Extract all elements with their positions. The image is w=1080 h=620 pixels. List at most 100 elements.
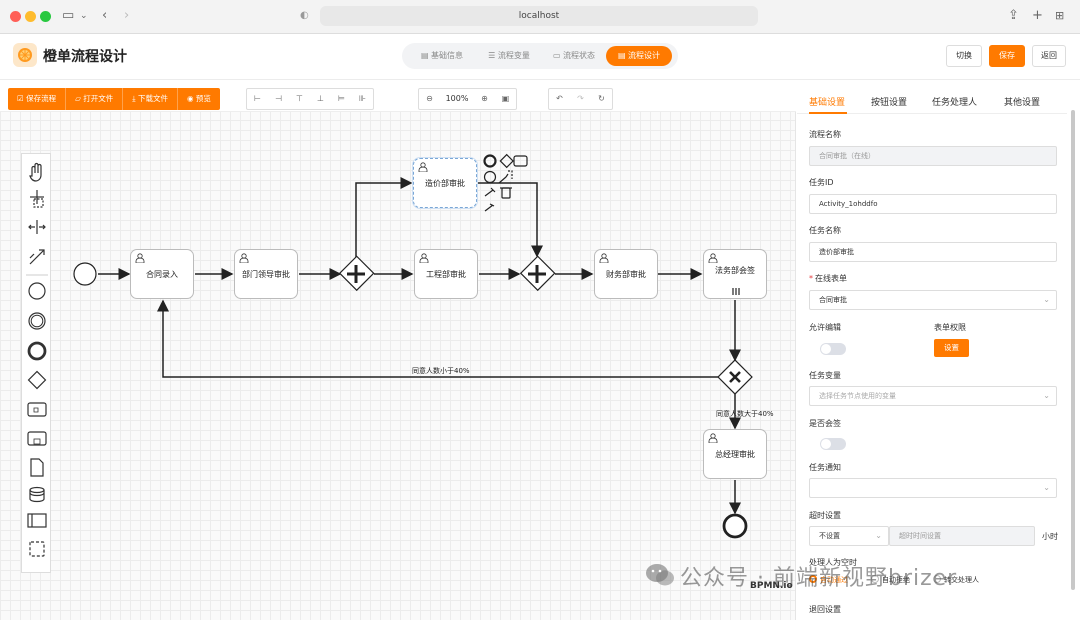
start-event bbox=[73, 262, 97, 286]
properties-panel: 基础设置 按钮设置 任务处理人 其他设置 流程名称 合同审批（在线） 任务ID … bbox=[797, 80, 1080, 620]
step-process-design[interactable]: ▤ 流程设计 bbox=[606, 46, 672, 66]
zoom-out-icon[interactable]: ⊖ bbox=[426, 94, 433, 103]
task-gm-approval[interactable]: 总经理审批 bbox=[703, 429, 767, 479]
align-center-icon[interactable]: ⊣ bbox=[275, 94, 282, 103]
forward-arrow-icon[interactable]: › bbox=[124, 8, 130, 23]
reset-icon[interactable]: ↻ bbox=[598, 94, 605, 103]
align-middle-icon[interactable]: ⊥ bbox=[317, 94, 324, 103]
task-dept-leader-approval[interactable]: 部门领导审批 bbox=[234, 249, 298, 299]
step-basic-info[interactable]: ▤ 基础信息 bbox=[420, 51, 464, 60]
history-tools: ↶ ↷ ↻ bbox=[548, 88, 613, 110]
open-file-button[interactable]: ▱ 打开文件 bbox=[66, 88, 124, 110]
online-form-select[interactable]: 合同审批⌄ bbox=[809, 290, 1057, 310]
task-finance-approval[interactable]: 财务部审批 bbox=[594, 249, 658, 299]
user-task-icon bbox=[239, 253, 249, 263]
align-tools: ⊢ ⊣ ⊤ ⊥ ⊨ ⊪ bbox=[246, 88, 374, 110]
timeout-label: 超时设置 bbox=[809, 511, 841, 520]
timeout-hours-input[interactable]: 超时时间设置 bbox=[889, 526, 1035, 546]
empty-handler-label: 处理人为空时 bbox=[809, 558, 857, 567]
align-top-icon[interactable]: ⊤ bbox=[296, 94, 303, 103]
tab-button-settings[interactable]: 按钮设置 bbox=[871, 98, 908, 108]
delete-icon bbox=[501, 187, 511, 199]
chevron-down-icon: ⌄ bbox=[1043, 483, 1050, 492]
user-task-icon bbox=[708, 433, 718, 443]
tab-overview-icon[interactable]: ⊞ bbox=[1055, 9, 1065, 22]
task-variables-select[interactable]: 选择任务节点使用的变量⌄ bbox=[809, 386, 1057, 406]
save-button[interactable]: 保存 bbox=[989, 45, 1025, 67]
active-tab-indicator bbox=[809, 112, 847, 114]
tab-other-settings[interactable]: 其他设置 bbox=[1004, 98, 1041, 108]
flow-label-greater-than[interactable]: 同意人数大于40% bbox=[716, 410, 774, 418]
process-diagram bbox=[73, 153, 753, 539]
minimize-window-button[interactable] bbox=[25, 11, 36, 22]
countersign-label: 是否会签 bbox=[809, 419, 841, 428]
orange-slice-icon bbox=[18, 48, 32, 62]
palette-icons bbox=[26, 162, 48, 557]
task-notify-select[interactable]: ⌄ bbox=[809, 478, 1057, 498]
align-left-icon[interactable]: ⊢ bbox=[254, 94, 261, 103]
back-arrow-icon[interactable]: ‹ bbox=[102, 8, 108, 23]
fit-view-icon[interactable]: ▣ bbox=[501, 94, 510, 103]
task-name-label: 任务名称 bbox=[809, 226, 841, 235]
task-cost-dept-approval[interactable]: 造价部审批 bbox=[413, 158, 477, 208]
connect-tool-icon bbox=[29, 249, 45, 265]
user-task-icon bbox=[419, 253, 429, 263]
step-process-status[interactable]: ▭ 流程状态 bbox=[552, 51, 596, 60]
bpmn-io-logo[interactable]: BPMN.io bbox=[750, 581, 793, 591]
radio-auto-reject[interactable]: 自动拒绝 bbox=[871, 575, 910, 585]
download-file-button[interactable]: ⤓ 下载文件 bbox=[123, 88, 178, 110]
preview-button[interactable]: ◉ 预览 bbox=[186, 94, 211, 103]
end-event bbox=[722, 513, 748, 539]
zoom-in-icon[interactable]: ⊕ bbox=[481, 94, 488, 103]
undo-icon[interactable]: ↶ bbox=[556, 94, 563, 103]
allow-edit-toggle[interactable] bbox=[820, 343, 846, 355]
timeout-unit: 小时 bbox=[1042, 532, 1058, 541]
multi-instance-icon bbox=[732, 288, 740, 295]
task-id-field[interactable]: Activity_1ohddfo bbox=[809, 194, 1057, 214]
group-icon bbox=[29, 541, 45, 557]
maximize-window-button[interactable] bbox=[40, 11, 51, 22]
reject-settings-label: 退回设置 bbox=[809, 605, 841, 614]
close-window-button[interactable] bbox=[10, 11, 21, 22]
sidebar-toggle-icon[interactable]: ▭ bbox=[62, 8, 75, 23]
task-contract-entry[interactable]: 合同录入 bbox=[130, 249, 194, 299]
redo-icon[interactable]: ↷ bbox=[577, 94, 584, 103]
flow-cost-to-join bbox=[477, 182, 543, 258]
parallel-gateway-join bbox=[519, 255, 556, 292]
exclusive-gateway bbox=[717, 359, 753, 395]
timeout-select[interactable]: 不设置⌄ bbox=[809, 526, 889, 546]
radio-auto-pass[interactable]: 自动通过 bbox=[809, 575, 848, 585]
save-process-button[interactable]: ☑ 保存流程 bbox=[8, 88, 67, 110]
switch-button[interactable]: 切换 bbox=[946, 45, 982, 67]
form-permission-button[interactable]: 设置 bbox=[934, 339, 969, 357]
user-task-icon bbox=[708, 253, 718, 263]
tab-task-handler[interactable]: 任务处理人 bbox=[932, 98, 978, 108]
task-name-field[interactable]: 造价部审批 bbox=[809, 242, 1057, 262]
flow-gateway-to-cost bbox=[355, 177, 413, 258]
align-right-icon[interactable]: ⊨ bbox=[338, 94, 345, 103]
wechat-logo-icon bbox=[646, 564, 674, 586]
new-tab-icon[interactable]: + bbox=[1032, 8, 1043, 23]
radio-transfer-handler[interactable]: 转交处理人 bbox=[933, 575, 979, 585]
address-bar[interactable]: localhost bbox=[320, 6, 758, 26]
task-icon bbox=[27, 402, 47, 417]
chevron-down-icon[interactable]: ⌄ bbox=[80, 11, 88, 21]
parallel-gateway-split bbox=[338, 255, 375, 292]
back-button[interactable]: 返回 bbox=[1032, 45, 1066, 67]
designer-toolbar: ☑ 保存流程 ▱ 打开文件 ⤓ 下载文件 ◉ 预览 ⊢ ⊣ ⊤ ⊥ ⊨ ⊪ ⊖ … bbox=[0, 80, 796, 112]
zoom-tools: ⊖ 100% ⊕ ▣ bbox=[418, 88, 517, 110]
append-intermediate-icon bbox=[483, 170, 497, 184]
task-engineering-approval[interactable]: 工程部审批 bbox=[414, 249, 478, 299]
task-legal-countersign[interactable]: 法务部会签 bbox=[703, 249, 767, 299]
panel-scrollbar[interactable] bbox=[1071, 110, 1075, 590]
panel-tabs: 基础设置 按钮设置 任务处理人 其他设置 bbox=[797, 80, 1067, 114]
align-bottom-icon[interactable]: ⊪ bbox=[359, 94, 366, 103]
tab-basic-settings[interactable]: 基础设置 bbox=[809, 98, 846, 108]
step-process-variables[interactable]: ☰ 流程变量 bbox=[488, 51, 530, 60]
hand-tool-icon bbox=[29, 162, 42, 182]
share-icon[interactable]: ⇪ bbox=[1008, 8, 1019, 23]
flow-label-less-than[interactable]: 同意人数小于40% bbox=[412, 367, 470, 375]
countersign-toggle[interactable] bbox=[820, 438, 846, 450]
bpmn-canvas[interactable]: ☑ 保存流程 ▱ 打开文件 ⤓ 下载文件 ◉ 预览 ⊢ ⊣ ⊤ ⊥ ⊨ ⊪ ⊖ … bbox=[0, 80, 796, 620]
chevron-down-icon: ⌄ bbox=[1043, 391, 1050, 400]
